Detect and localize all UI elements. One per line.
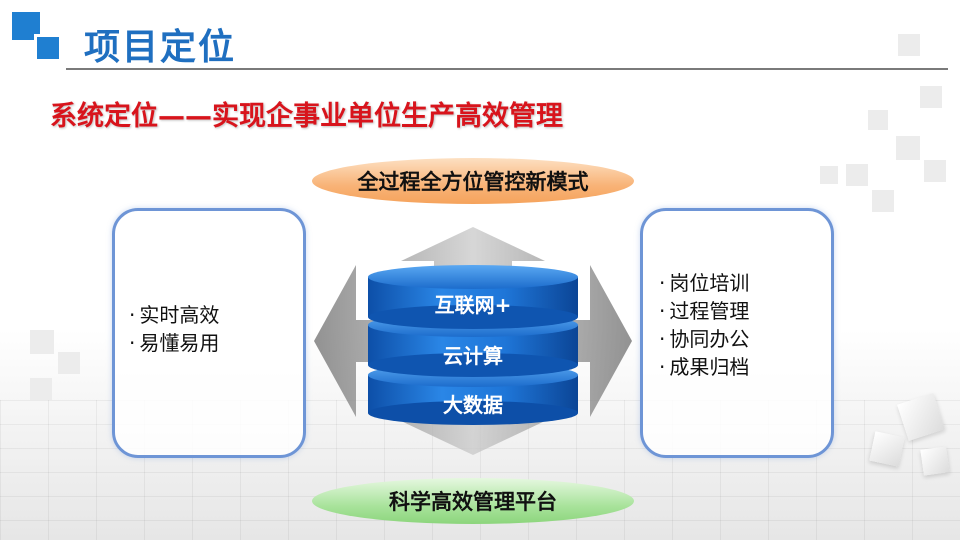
decor-square — [30, 378, 52, 400]
cylinder-layer-internet — [368, 265, 578, 329]
central-diagram — [314, 227, 632, 455]
list-item: 协同办公 — [659, 325, 749, 353]
logo-square-icon — [34, 34, 62, 62]
list-item: 过程管理 — [659, 297, 749, 325]
layer-label-bigdata: 大数据 — [443, 393, 503, 417]
decor-square — [868, 110, 888, 130]
decor-cube — [869, 431, 905, 467]
decor-square — [872, 190, 894, 212]
layer-label-cloud: 云计算 — [443, 344, 503, 368]
decor-cube — [920, 446, 950, 476]
decor-square — [846, 164, 868, 186]
decor-square — [30, 330, 54, 354]
page-subtitle: 系统定位——实现企事业单位生产高效管理 — [50, 101, 563, 132]
decor-square — [924, 160, 946, 182]
list-item: 成果归档 — [659, 353, 749, 381]
bottom-banner: 科学高效管理平台 — [312, 478, 634, 524]
left-feature-box: 实时高效 易懂易用 — [112, 208, 306, 458]
layer-label-internet: 互联网+ — [434, 293, 512, 317]
right-feature-box: 岗位培训 过程管理 协同办公 成果归档 — [640, 208, 834, 458]
title-divider — [66, 68, 948, 70]
left-feature-list: 实时高效 易懂易用 — [129, 301, 219, 357]
decor-square — [820, 166, 838, 184]
list-item: 岗位培训 — [659, 269, 749, 297]
list-item: 实时高效 — [129, 301, 219, 329]
right-feature-list: 岗位培训 过程管理 协同办公 成果归档 — [659, 269, 749, 381]
top-banner: 全过程全方位管控新模式 — [312, 158, 634, 204]
list-item: 易懂易用 — [129, 329, 219, 357]
decor-square — [920, 86, 942, 108]
decor-square — [896, 136, 920, 160]
page-title: 项目定位 — [84, 27, 237, 68]
decor-square — [58, 352, 80, 374]
decor-square — [898, 34, 920, 56]
